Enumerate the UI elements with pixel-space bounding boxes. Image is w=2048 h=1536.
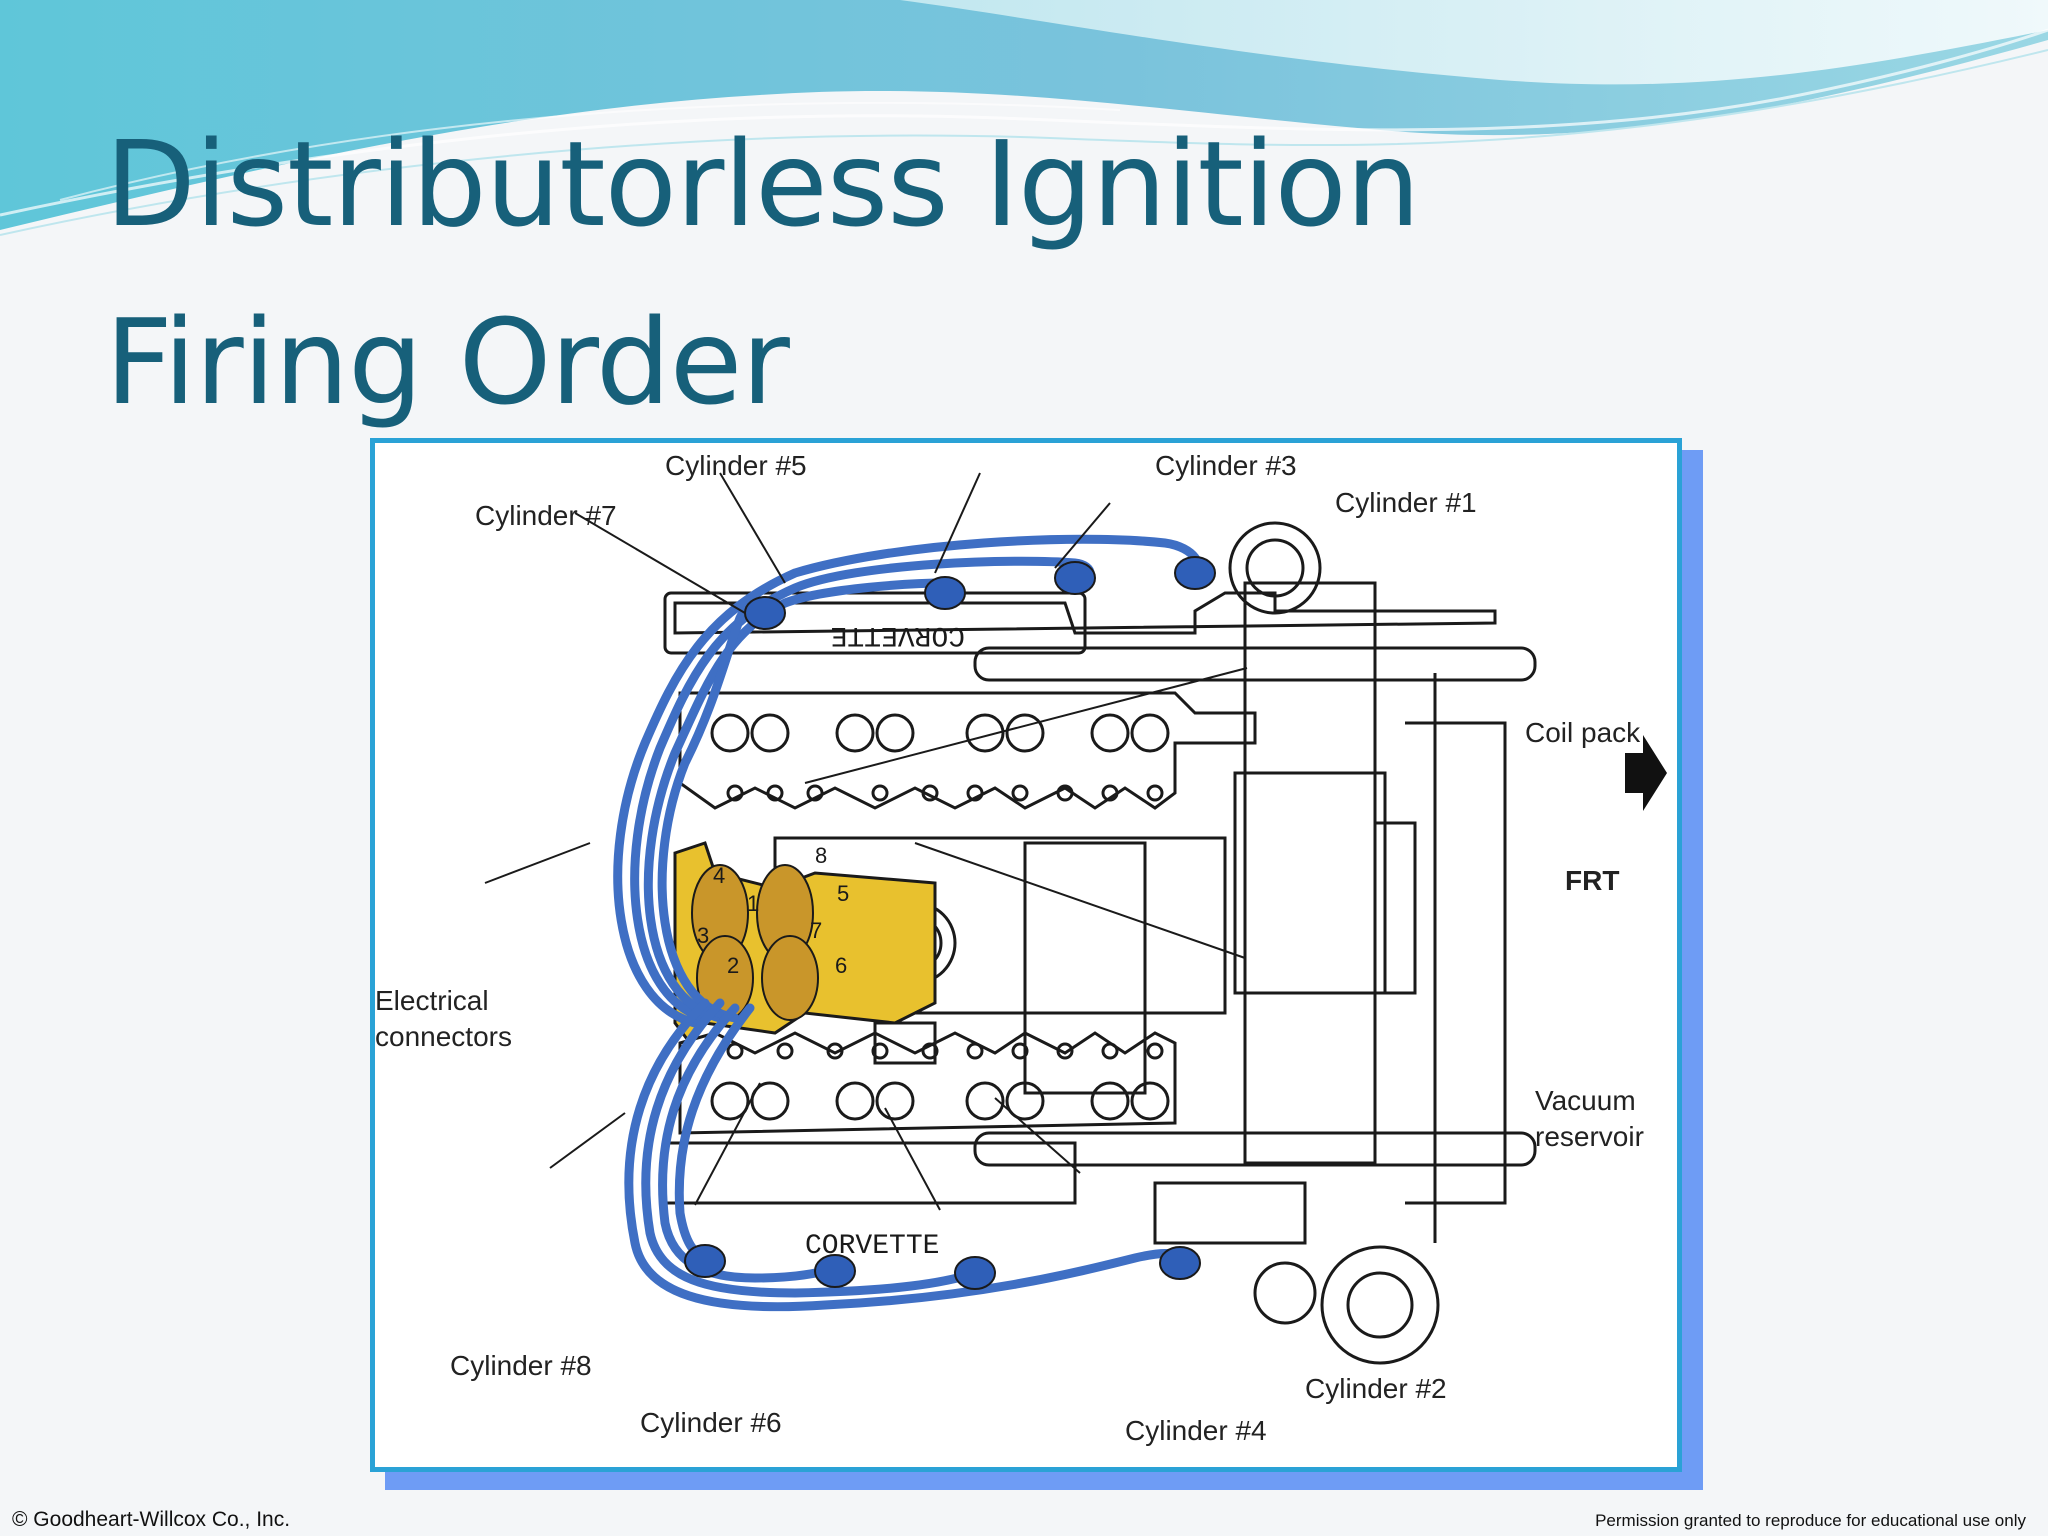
label-cylinder-3: Cylinder #3 (1155, 450, 1297, 481)
permission-footer: Permission granted to reproduce for educ… (1595, 1511, 2026, 1530)
leader-lines (484, 472, 1248, 1211)
coil-number-7: 7 (810, 918, 822, 943)
coil-number-8: 8 (815, 843, 827, 868)
upper-cover-lettering: CORVETTE (831, 619, 965, 650)
lower-fuel-rail (973, 1131, 1537, 1167)
label-electrical-connectors-line2: connectors (375, 1021, 512, 1052)
lower-port-bank (678, 1031, 1177, 1135)
coil-number-5: 5 (837, 881, 849, 906)
lower-port-circles (710, 1081, 1170, 1121)
upper-valve-cover (673, 591, 1497, 635)
spark-plug-wires (613, 534, 1204, 1312)
label-cylinder-8: Cylinder #8 (450, 1350, 592, 1381)
coil-towers (691, 864, 819, 1021)
title-line-2: Firing Order (105, 293, 790, 431)
oil-cap (1253, 1261, 1317, 1325)
title-line-1: Distributorless Ignition (105, 115, 1421, 253)
copyright-footer: © Goodheart-Willcox Co., Inc. (12, 1508, 291, 1531)
label-cylinder-4: Cylinder #4 (1125, 1415, 1267, 1446)
upper-port-circles (710, 713, 1170, 753)
frt-arrow-icon (1625, 735, 1667, 811)
label-cylinder-7: Cylinder #7 (475, 500, 617, 531)
spark-plug-boots (684, 556, 1216, 1290)
slide-title: Distributorless Ignition Firing Order (105, 95, 1421, 451)
coil-number-1: 1 (747, 891, 759, 916)
label-vacuum-reservoir-line1: Vacuum (1535, 1085, 1636, 1116)
label-frt: FRT (1565, 865, 1620, 896)
label-vacuum-reservoir-line2: reservoir (1535, 1121, 1644, 1152)
label-cylinder-5: Cylinder #5 (665, 450, 807, 481)
alternator (1023, 841, 1147, 1095)
lower-valve-cover (663, 1141, 1077, 1205)
upper-port-bank (678, 691, 1257, 810)
label-electrical-connectors-line1: Electrical (375, 985, 489, 1016)
upper-pulley (1228, 521, 1322, 615)
coil-number-2: 2 (727, 953, 739, 978)
label-cylinder-1: Cylinder #1 (1335, 487, 1477, 518)
coil-number-4: 4 (713, 863, 725, 888)
coil-number-6: 6 (835, 953, 847, 978)
lower-bolt-holes (726, 1042, 1164, 1060)
lower-pulley (1320, 1245, 1440, 1365)
coil-number-3: 3 (697, 923, 709, 948)
front-cover (1243, 581, 1377, 1165)
upper-bolt-holes (726, 784, 1164, 802)
label-coil-pack: Coil pack (1525, 717, 1641, 748)
upper-valve-cover-outline (663, 591, 1087, 655)
water-pump (1233, 771, 1387, 995)
upper-fuel-rail (973, 646, 1537, 682)
label-cylinder-2: Cylinder #2 (1305, 1373, 1447, 1404)
label-cylinder-6: Cylinder #6 (640, 1407, 782, 1438)
